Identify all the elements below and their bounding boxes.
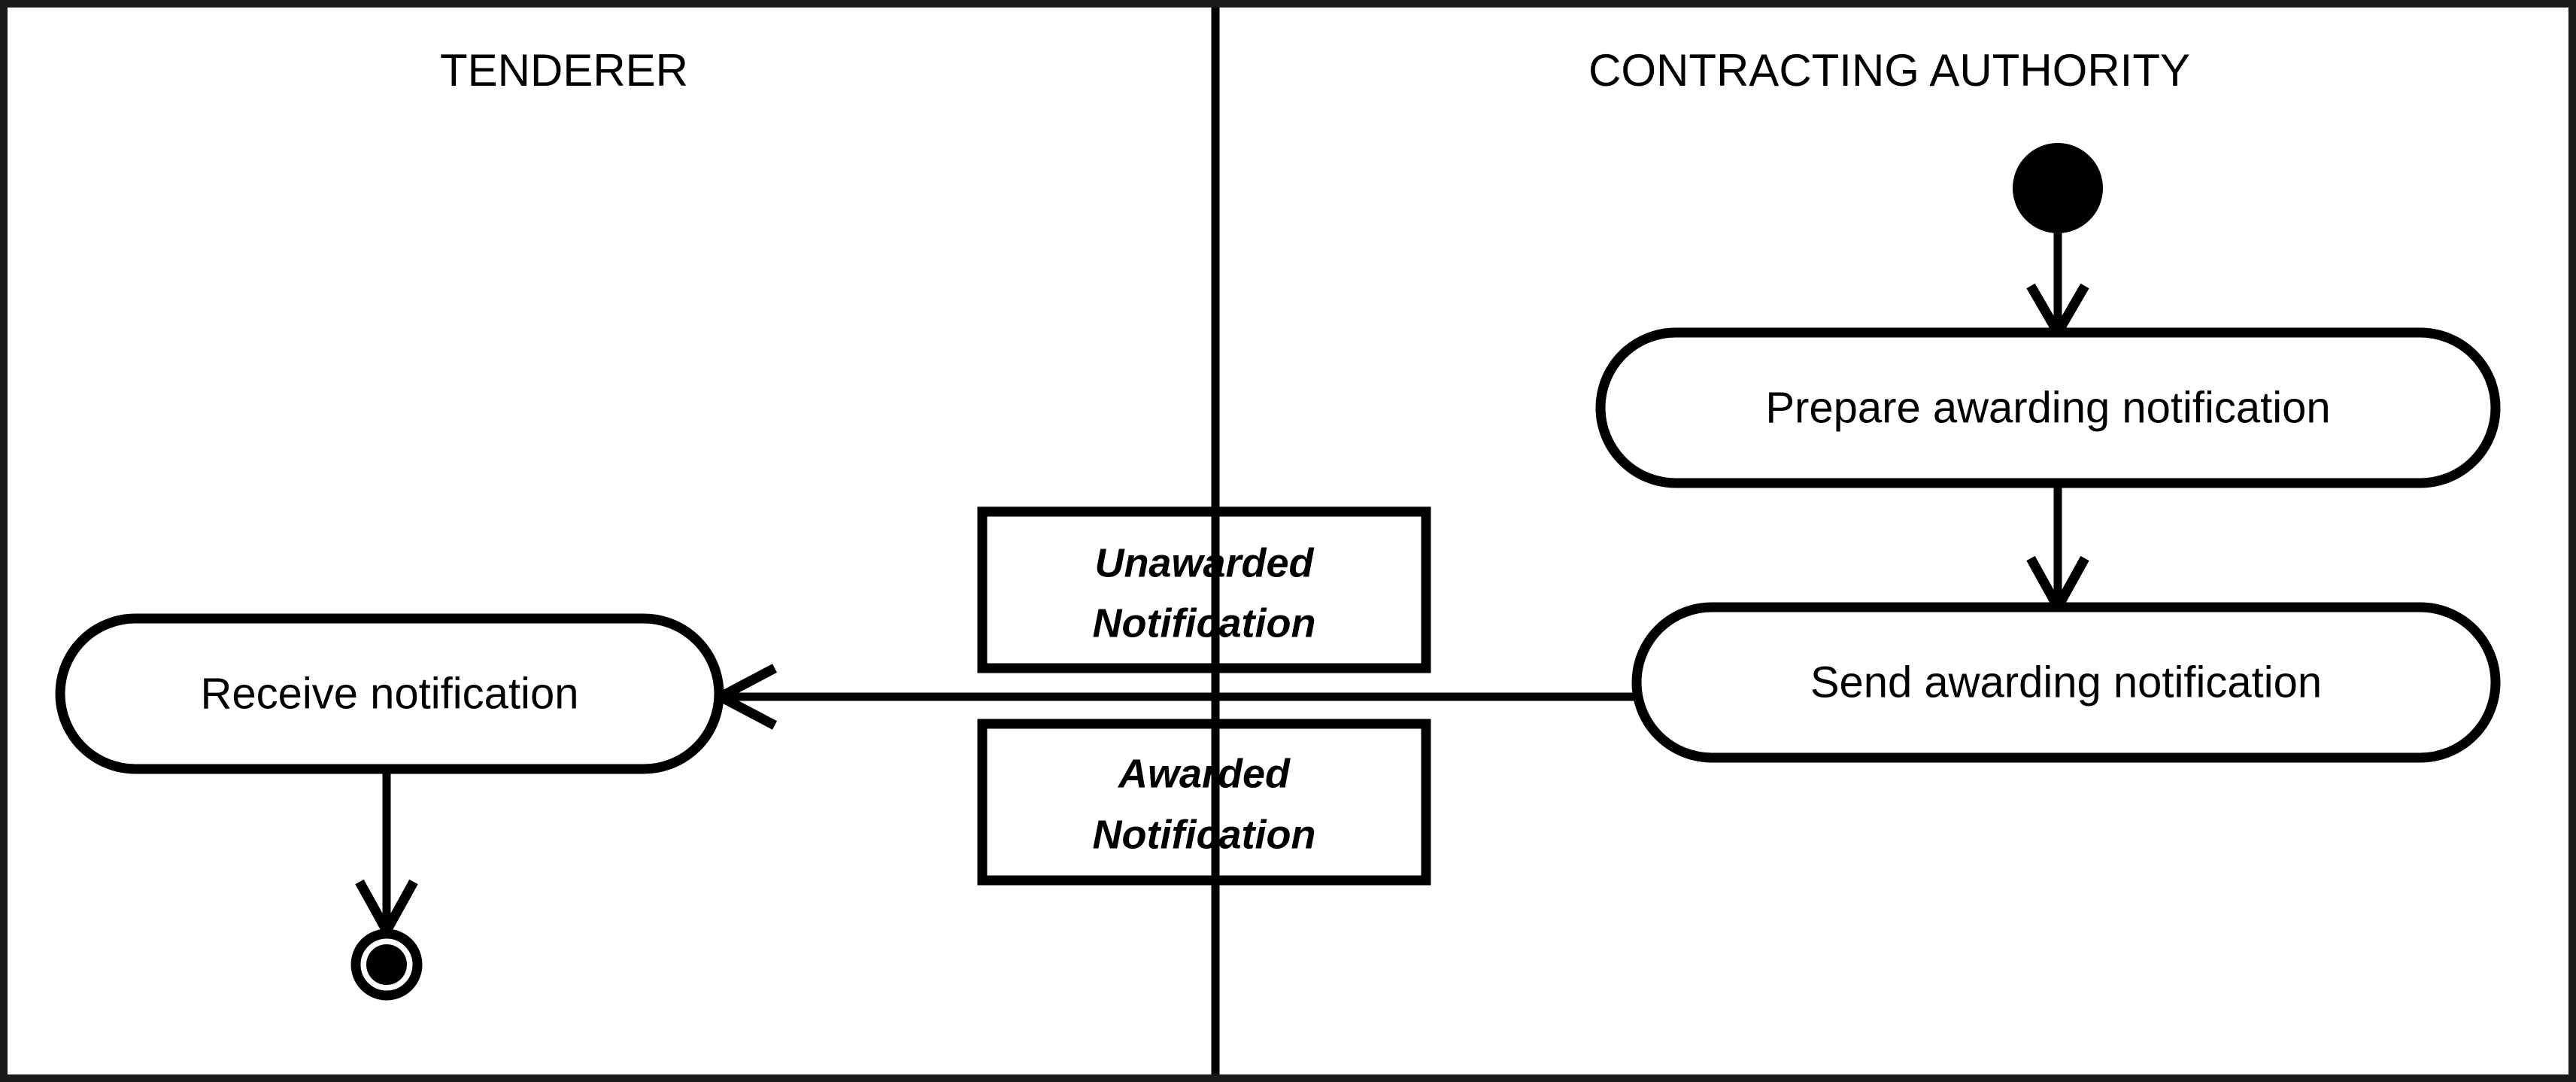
swimlane-title-tenderer: TENDERER <box>440 45 688 96</box>
object-node-awarded-notification[interactable]: Awarded Notification <box>977 719 1431 886</box>
initial-node[interactable] <box>2013 143 2103 233</box>
object-node-awarded-notification-label-line-1: Awarded <box>1117 751 1291 796</box>
object-node-unawarded-notification-label-line-1: Unawarded <box>1094 540 1314 585</box>
object-node-unawarded-notification[interactable]: Unawarded Notification <box>977 506 1431 673</box>
action-send-awarding-notification-label: Send awarding notification <box>1810 658 2322 707</box>
action-prepare-awarding-notification-label: Prepare awarding notification <box>1765 383 2330 432</box>
action-receive-notification[interactable]: Receive notification <box>55 613 724 774</box>
swimlane-title-contracting-authority: CONTRACTING AUTHORITY <box>1588 45 2190 96</box>
action-receive-notification-label: Receive notification <box>201 669 579 718</box>
object-node-awarded-notification-label-line-2: Notification <box>1093 812 1316 857</box>
action-prepare-awarding-notification[interactable]: Prepare awarding notification <box>1595 327 2501 488</box>
activity-final-node[interactable] <box>350 929 423 1001</box>
action-send-awarding-notification[interactable]: Send awarding notification <box>1631 602 2501 763</box>
object-node-unawarded-notification-label-line-2: Notification <box>1093 600 1316 646</box>
